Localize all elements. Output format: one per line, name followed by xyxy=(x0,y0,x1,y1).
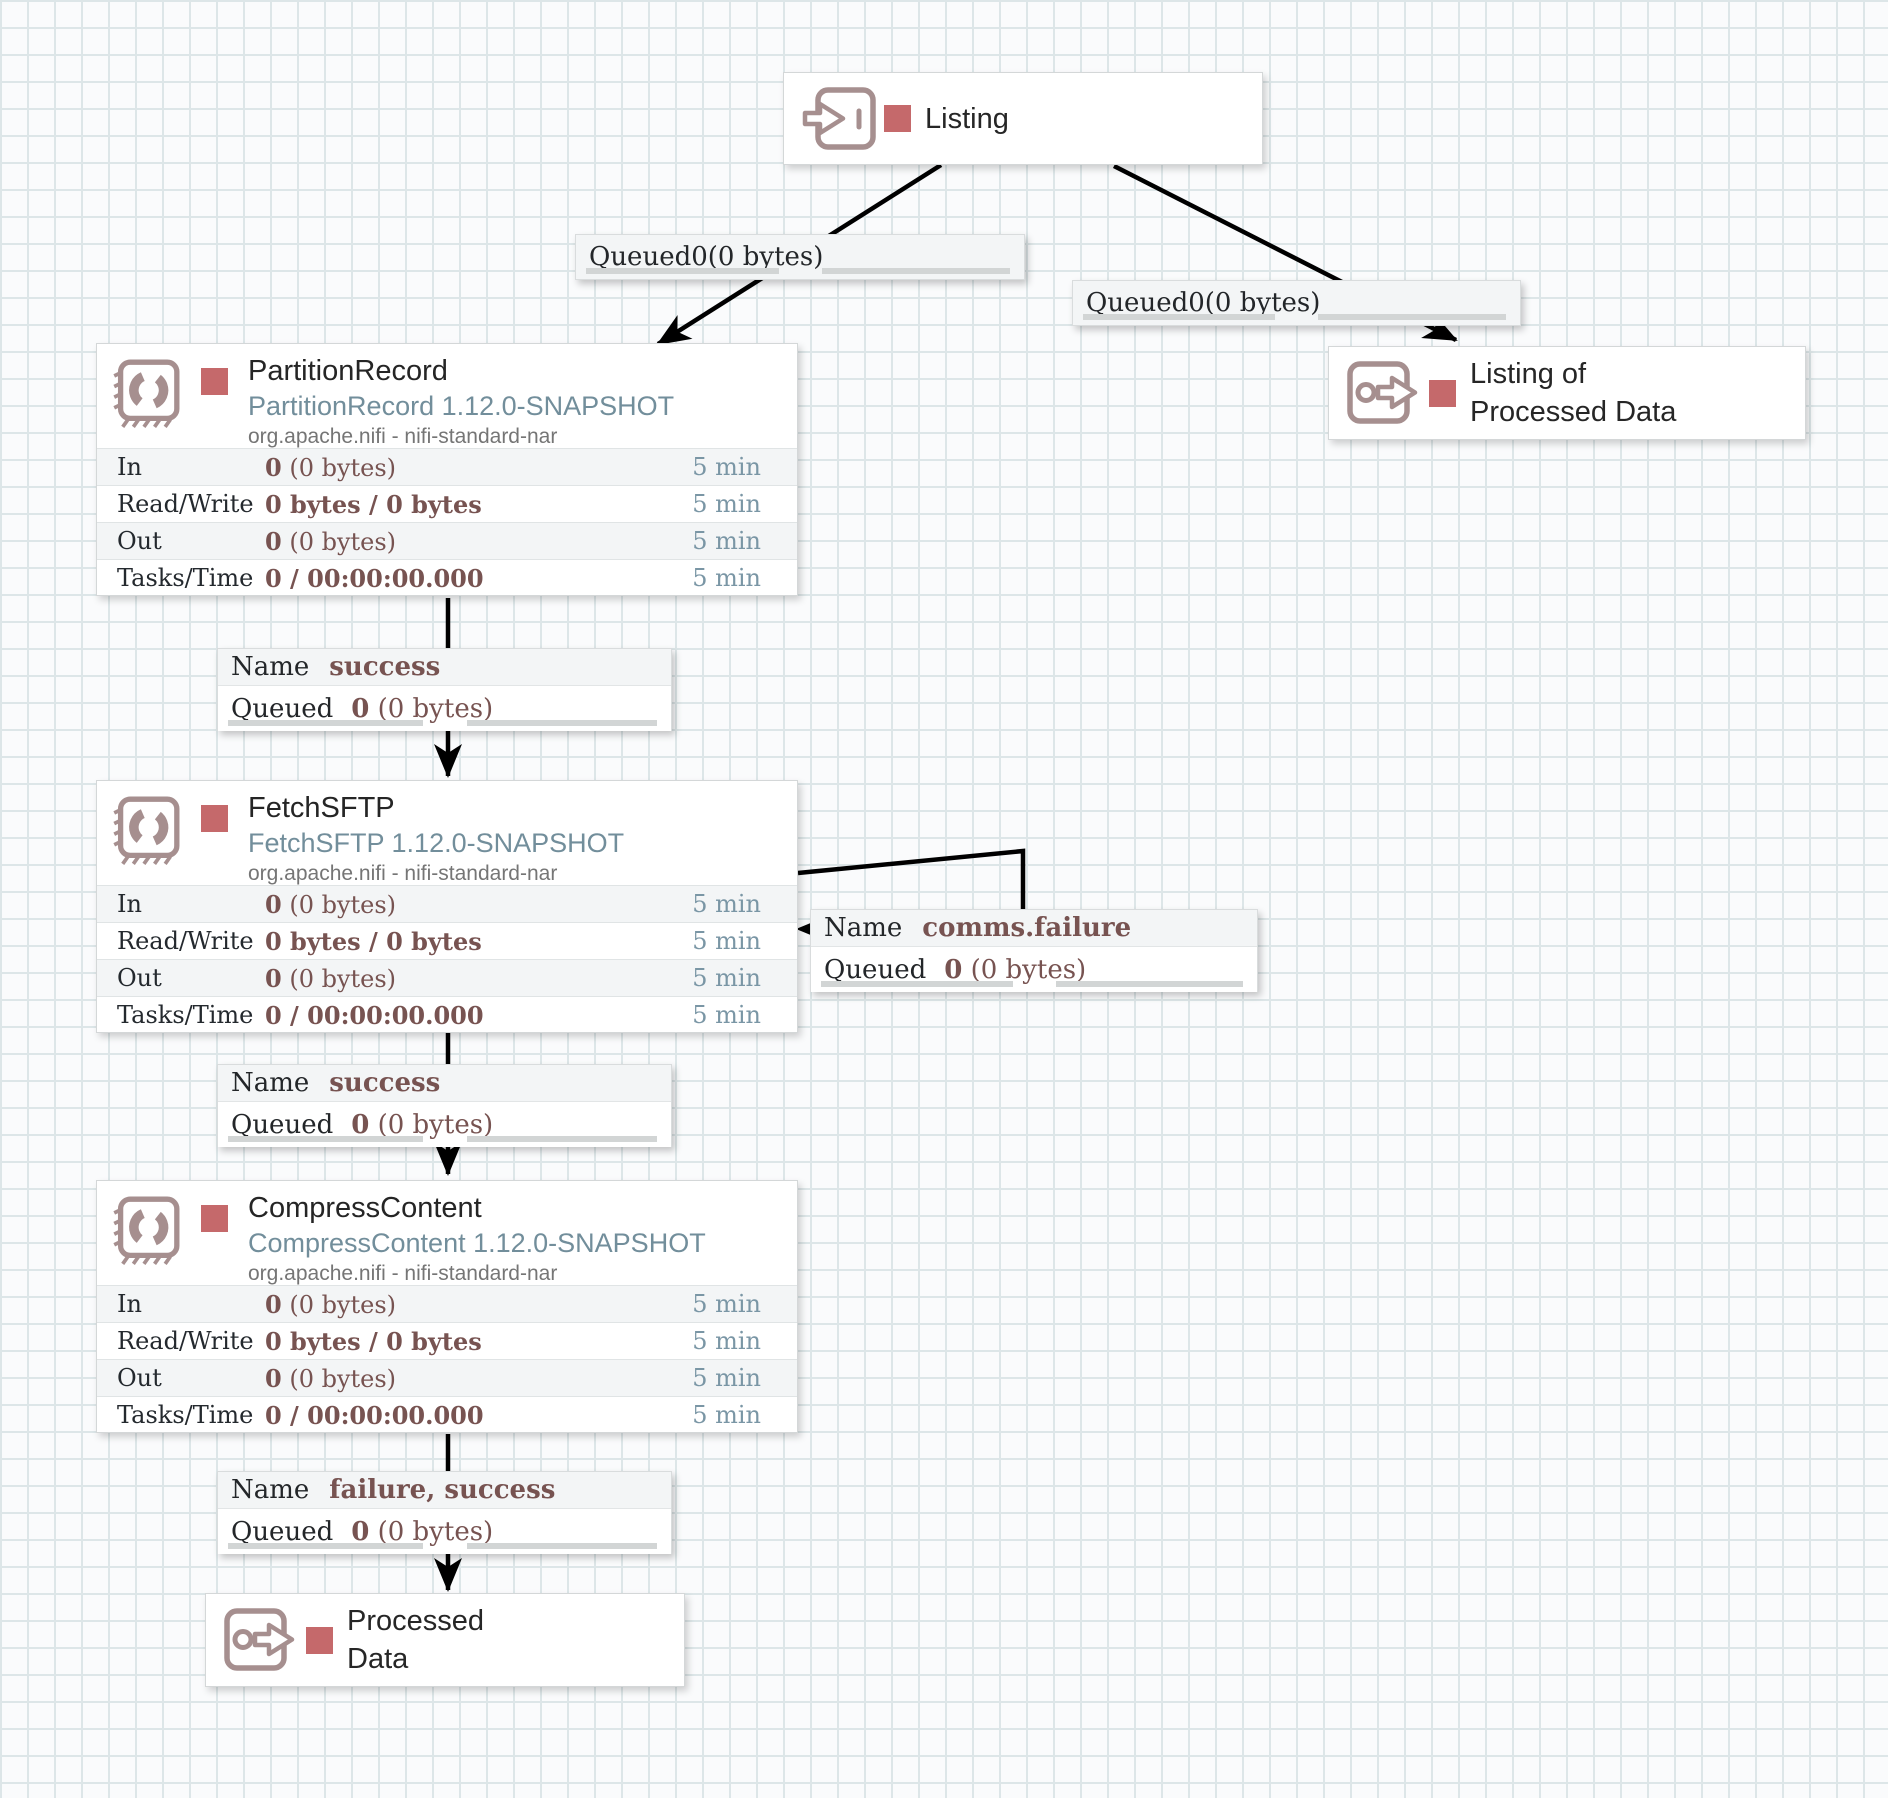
processor-icon xyxy=(113,1196,180,1265)
stat-row-tasks: Tasks/Time 0 / 00:00:00.000 5 min xyxy=(97,559,797,596)
connection-label-failure-success[interactable]: Name failure, success Queued 0 (0 bytes) xyxy=(217,1471,672,1554)
port-label: Listing xyxy=(925,102,1009,135)
queue-size-bar xyxy=(466,1543,657,1549)
port-label: Listing of Processed Data xyxy=(1470,358,1677,428)
queue-fill-bar xyxy=(586,268,779,274)
queued-count: 0 xyxy=(944,954,963,985)
processor-name: FetchSFTP xyxy=(248,792,395,824)
processor-partitionrecord[interactable]: PartitionRecord PartitionRecord 1.12.0-S… xyxy=(96,343,798,596)
queue-fill-bar xyxy=(821,981,1013,987)
queued-size: (0 bytes) xyxy=(962,954,1087,985)
queue-size-bar xyxy=(821,268,1010,274)
stat-row-readwrite: Read/Write 0 bytes / 0 bytes 5 min xyxy=(97,922,797,959)
queued-count: 0 xyxy=(351,693,370,724)
name-label: Name xyxy=(231,1475,310,1505)
stopped-status-icon xyxy=(201,805,228,832)
queued-label: Queued xyxy=(589,242,692,272)
processor-bundle: org.apache.nifi - nifi-standard-nar xyxy=(248,1262,558,1285)
stopped-status-icon xyxy=(201,1205,228,1232)
name-label: Name xyxy=(231,1068,310,1098)
processor-type: FetchSFTP 1.12.0-SNAPSHOT xyxy=(248,828,625,858)
queued-label: Queued xyxy=(231,1109,334,1140)
connection-label-comms-failure[interactable]: Name comms.failure Queued 0 (0 bytes) xyxy=(810,909,1258,992)
relationship-name: comms.failure xyxy=(922,913,1132,943)
name-label: Name xyxy=(824,913,903,943)
queue-size-bar xyxy=(466,1136,657,1142)
queued-count: 0 xyxy=(351,1109,370,1140)
queued-count: 0 xyxy=(351,1516,370,1547)
connection-label-success[interactable]: Name success Queued 0 (0 bytes) xyxy=(217,1064,672,1147)
output-port-processed-data[interactable]: Processed Data xyxy=(205,1593,685,1687)
processor-compresscontent[interactable]: CompressContent CompressContent 1.12.0-S… xyxy=(96,1180,798,1433)
queue-size-bar xyxy=(466,720,657,726)
processor-fetchsftp[interactable]: FetchSFTP FetchSFTP 1.12.0-SNAPSHOT org.… xyxy=(96,780,798,1033)
input-port-icon xyxy=(802,86,876,150)
stat-row-out: Out 0 (0 bytes) 5 min xyxy=(97,959,797,996)
processor-icon xyxy=(113,359,180,428)
connection-label-success[interactable]: Name success Queued 0 (0 bytes) xyxy=(217,648,672,731)
processor-type: CompressContent 1.12.0-SNAPSHOT xyxy=(248,1228,706,1258)
queued-size: (0 bytes) xyxy=(369,1516,494,1547)
stopped-status-icon xyxy=(884,105,911,132)
processor-bundle: org.apache.nifi - nifi-standard-nar xyxy=(248,862,558,885)
queue-size-bar xyxy=(1055,981,1243,987)
queued-label: Queued xyxy=(231,693,334,724)
name-label: Name xyxy=(231,652,310,682)
processor-name: PartitionRecord xyxy=(248,355,448,387)
processor-type: PartitionRecord 1.12.0-SNAPSHOT xyxy=(248,391,675,421)
stat-row-tasks: Tasks/Time 0 / 00:00:00.000 5 min xyxy=(97,1396,797,1433)
queued-label: Queued xyxy=(231,1516,334,1547)
stopped-status-icon xyxy=(201,368,228,395)
output-port-icon xyxy=(224,1608,295,1671)
relationship-name: failure, success xyxy=(329,1475,556,1505)
queue-fill-bar xyxy=(228,1543,423,1549)
processor-bundle: org.apache.nifi - nifi-standard-nar xyxy=(248,425,558,448)
relationship-name: success xyxy=(329,1068,441,1098)
queued-label: Queued xyxy=(824,954,927,985)
port-label: Processed Data xyxy=(347,1605,485,1675)
queue-fill-bar xyxy=(1083,314,1276,320)
stopped-status-icon xyxy=(306,1626,333,1654)
queued-size: (0 bytes) xyxy=(1204,288,1321,318)
queue-size-bar xyxy=(1318,314,1506,320)
stat-row-out: Out 0 (0 bytes) 5 min xyxy=(97,1359,797,1396)
stat-row-in: In 0 (0 bytes) 5 min xyxy=(97,448,797,485)
connection-label-queued[interactable]: Queued 0 (0 bytes) xyxy=(1072,280,1521,326)
queued-size: (0 bytes) xyxy=(707,242,824,272)
queued-size: (0 bytes) xyxy=(369,693,494,724)
stat-row-in: In 0 (0 bytes) 5 min xyxy=(97,1285,797,1322)
relationship-name: success xyxy=(329,652,441,682)
wire-fetchsftp-self-loop[interactable] xyxy=(797,848,1026,914)
stat-row-in: In 0 (0 bytes) 5 min xyxy=(97,885,797,922)
stat-row-readwrite: Read/Write 0 bytes / 0 bytes 5 min xyxy=(97,1322,797,1359)
queue-fill-bar xyxy=(228,720,423,726)
stopped-status-icon xyxy=(1429,379,1456,407)
output-port-listing-of-processed-data[interactable]: Listing of Processed Data xyxy=(1328,346,1806,440)
input-port-listing[interactable]: Listing xyxy=(783,72,1263,165)
queued-count: 0 xyxy=(1188,288,1205,318)
connection-label-queued[interactable]: Queued 0 (0 bytes) xyxy=(575,234,1025,280)
output-port-icon xyxy=(1347,361,1418,424)
queued-label: Queued xyxy=(1086,288,1189,318)
stat-row-tasks: Tasks/Time 0 / 00:00:00.000 5 min xyxy=(97,996,797,1033)
queue-fill-bar xyxy=(228,1136,423,1142)
stat-row-out: Out 0 (0 bytes) 5 min xyxy=(97,522,797,559)
queued-count: 0 xyxy=(691,242,708,272)
stat-row-readwrite: Read/Write 0 bytes / 0 bytes 5 min xyxy=(97,485,797,522)
processor-icon xyxy=(113,796,180,865)
queued-size: (0 bytes) xyxy=(369,1109,494,1140)
processor-name: CompressContent xyxy=(248,1192,482,1224)
